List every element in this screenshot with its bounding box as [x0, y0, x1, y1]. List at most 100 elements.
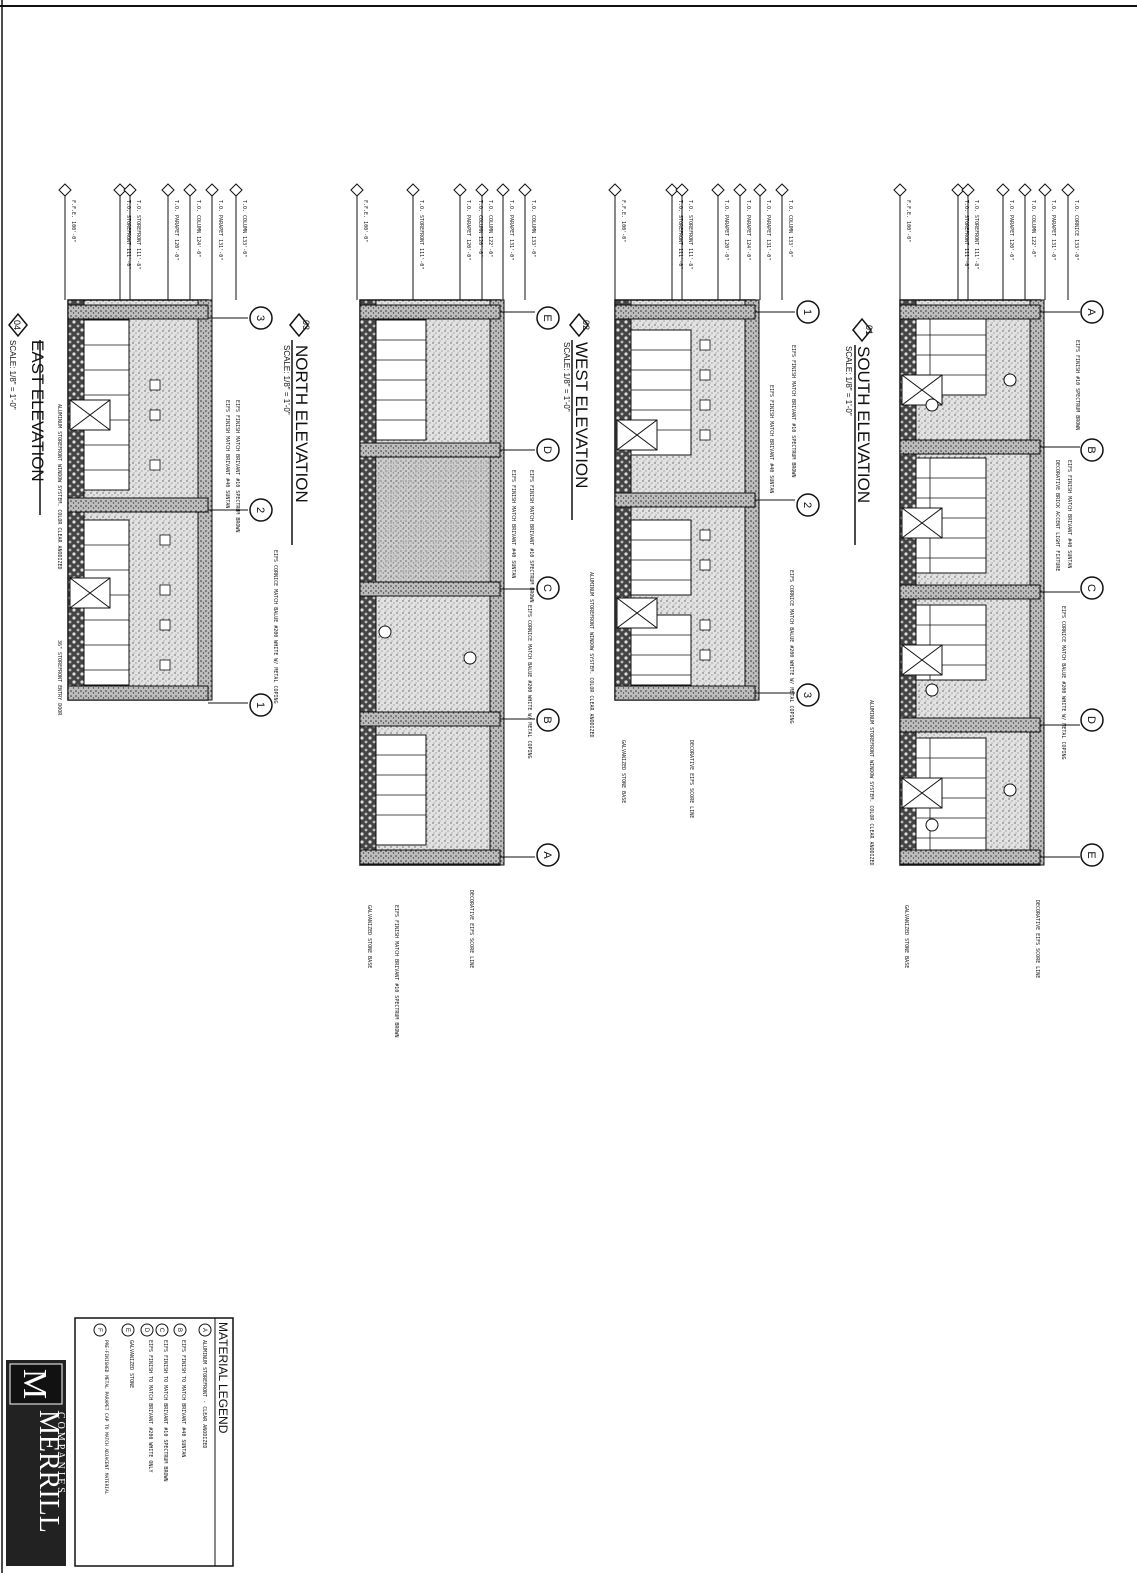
south-level-4: T.O. PARAPET 120'-0"	[1008, 200, 1014, 260]
west-note-5: DECORATIVE EIFS SCORE LINE	[688, 740, 694, 818]
north-grid-c: C	[541, 584, 553, 592]
east-note-1: EIFS FINISH MATCH BRIVANT #10 SPECTRUM B…	[234, 400, 240, 532]
material-legend-box	[74, 1317, 234, 1567]
logo-subtitle: COMPANIES	[55, 1412, 66, 1496]
logo-name: MERRILL	[33, 1410, 64, 1533]
west-note-3: EIFS CORNICE MATCH BALUE #200 WHITE W/ M…	[788, 570, 794, 724]
west-note-2: EIFS FINISH MATCH BRIVANT #40 SUNTAN	[768, 385, 774, 493]
south-grid-c: C	[1085, 584, 1097, 592]
legend-item-c: EIFS FINISH TO MATCH BRIVANT #10 SPECTRU…	[162, 1340, 168, 1481]
north-elevation-number: 03	[301, 320, 311, 330]
east-grid-3: 3	[254, 315, 266, 321]
west-level-7: F.F.E. 100'-0"	[620, 200, 626, 242]
west-note-6: GALVANIZED STONE BASE	[620, 740, 626, 803]
west-level-3: T.O. PARAPET 124'-0"	[745, 200, 751, 260]
north-note-4: DECORATIVE EIFS SCORE LINE	[468, 890, 474, 968]
legend-item-a: ALUMINUM STOREFRONT - CLEAR ANODIZED	[201, 1340, 207, 1448]
south-grid-b: B	[1085, 446, 1097, 453]
south-grid-d: D	[1085, 716, 1097, 724]
north-level-4: T.O. COLUMN 120'-0"	[477, 200, 483, 257]
south-note-1: EIFS FINISH #10 SPECTRUM BROWN	[1074, 340, 1080, 430]
east-level-7: F.F.E. 100'-0"	[70, 200, 76, 242]
north-level-1: T.O. COLUMN 133'-0"	[530, 200, 536, 257]
legend-item-b: EIFS FINISH TO MATCH BRIVANT #40 SUNTAN	[180, 1340, 186, 1457]
east-note-4: ALUMINUM STOREFRONT WINDOW SYSTEM. COLOR…	[56, 404, 62, 570]
south-level-7: F.F.E. 100'-0"	[905, 200, 911, 242]
south-note-3: EIFS CORNICE MATCH BALUE #200 WHITE W/ M…	[1060, 606, 1066, 760]
south-cornice	[1029, 299, 1045, 866]
south-level-6: T.O. STOREFRONT 111'-0"	[963, 200, 969, 269]
east-note-3: EIFS CORNICE MATCH BALUE #200 WHITE W/ M…	[272, 550, 278, 704]
north-note-1: EIFS FINISH MATCH BRIVANT #10 SPECTRUM B…	[528, 470, 534, 602]
east-elevation	[8, 183, 273, 717]
south-level-3: T.O. COLUMN 122'-0"	[1030, 200, 1036, 257]
north-note-3: EIFS CORNICE MATCH BALUE #200 WHITE W/ M…	[526, 605, 532, 759]
south-note-4: DECORATIVE BRICK ACCENT LIGHT FIXTURE	[1054, 460, 1060, 571]
legend-tag-b: B	[176, 1328, 182, 1332]
legend-item-e: GALVANIZED STONE	[128, 1340, 134, 1388]
east-elevation-title: EAST ELEVATION	[28, 340, 47, 482]
north-elevation-title: NORTH ELEVATION	[292, 345, 311, 503]
south-level-1: T.O. CORNICE 133'-0"	[1073, 200, 1079, 260]
south-grid-e: E	[1085, 851, 1097, 858]
north-note-5: EIFS FINISH MATCH BRIVANT #10 SPECTRUM B…	[393, 905, 399, 1037]
south-elevation	[852, 183, 1104, 867]
north-level-6: T.O. STOREFRONT 111'-0"	[418, 200, 424, 269]
north-grid-e: E	[541, 314, 553, 321]
east-level-4: T.O. PARAPET 120'-0"	[173, 200, 179, 260]
west-elevation	[569, 183, 820, 707]
east-level-3: T.O. COLUMN 124'-0"	[195, 200, 201, 257]
south-elevation-title: SOUTH ELEVATION	[854, 346, 873, 503]
west-level-1: T.O. COLUMN 133'-0"	[787, 200, 793, 257]
west-note-1: EIFS FINISH MATCH BRIVANT #10 SPECTRUM B…	[790, 345, 796, 477]
south-elevation-scale: SCALE: 1/8" = 1'-0"	[844, 346, 853, 416]
legend-item-f: PRE-FINISHED METAL PARAPET CAP TO MATCH …	[103, 1340, 109, 1495]
west-level-6: T.O. STOREFRONT 111'-0"	[677, 200, 683, 269]
legend-item-d: EIFS FINISH TO MATCH BRIVANT #200 WHITE …	[147, 1340, 153, 1472]
west-grid-2: 2	[801, 502, 813, 508]
north-elevation-scale: SCALE: 1/8" = 1'-0"	[282, 345, 291, 415]
west-elevation-scale: SCALE: 1/8" = 1'-0"	[562, 342, 571, 412]
west-level-4: T.O. PARAPET 120'-0"	[723, 200, 729, 260]
south-note-7: GALVANIZED STONE BASE	[903, 905, 909, 968]
legend-tag-c: C	[158, 1328, 164, 1333]
south-level-2: T.O. PARAPET 131'-0"	[1050, 200, 1056, 260]
west-level-5: T.O. STOREFRONT 111'-8"	[687, 200, 693, 269]
north-grid-d: D	[541, 446, 553, 454]
legend-tag-f: F	[96, 1328, 102, 1332]
south-grid-a: A	[1085, 308, 1097, 316]
east-level-1: T.O. COLUMN 133'-0"	[241, 200, 247, 257]
east-note-5: 36" STOREFRONT ENTRY DOOR	[56, 640, 62, 716]
north-level-7: F.F.E. 100'-0"	[362, 200, 368, 242]
south-note-5: ALUMINUM STOREFRONT WINDOW SYSTEM. COLOR…	[868, 700, 874, 866]
east-grid-1: 1	[254, 702, 266, 708]
south-note-6: DECORATIVE EIFS SCORE LINE	[1034, 900, 1040, 978]
legend-tag-a: A	[201, 1328, 207, 1332]
west-elevation-number: 02	[581, 320, 591, 330]
north-note-6: GALVANIZED STONE BASE	[366, 905, 372, 968]
north-level-5: T.O. PARAPET 120'-0"	[465, 200, 471, 260]
legend-tag-e: E	[124, 1328, 130, 1332]
legend-tag-d: D	[143, 1328, 149, 1333]
north-elevation	[289, 183, 560, 867]
south-grid-lines	[1040, 311, 1080, 858]
east-level-2: T.O. PARAPET 131'-0"	[217, 200, 223, 260]
west-note-4: ALUMINUM STOREFRONT WINDOW SYSTEM. COLOR…	[588, 572, 594, 738]
west-level-2: T.O. PARAPET 131'-0"	[765, 200, 771, 260]
east-note-2: EIFS FINISH MATCH BRIVANT #40 SUNTAN	[224, 400, 230, 508]
east-elevation-number: 04	[12, 320, 22, 330]
north-level-3: T.O. COLUMN 122'-0"	[487, 200, 493, 257]
east-level-6: T.O. STOREFRONT 111'-0"	[125, 200, 131, 269]
east-grid-2: 2	[254, 507, 266, 513]
logo-monogram: M	[16, 1369, 53, 1399]
east-level-5: T.O. STOREFRONT 111'-8"	[135, 200, 141, 269]
north-level-2: T.O. PARAPET 131'-0"	[508, 200, 514, 260]
west-grid-1: 1	[801, 309, 813, 315]
south-elevation-number: 01	[864, 325, 874, 335]
north-grid-b: B	[541, 716, 553, 723]
south-level-5: T.O. STOREFRONT 111'-8"	[973, 200, 979, 269]
west-elevation-title: WEST ELEVATION	[572, 342, 591, 488]
north-note-2: EIFS FINISH MATCH BRIVANT #40 SUNTAN	[510, 470, 516, 578]
north-grid-a: A	[541, 851, 553, 859]
